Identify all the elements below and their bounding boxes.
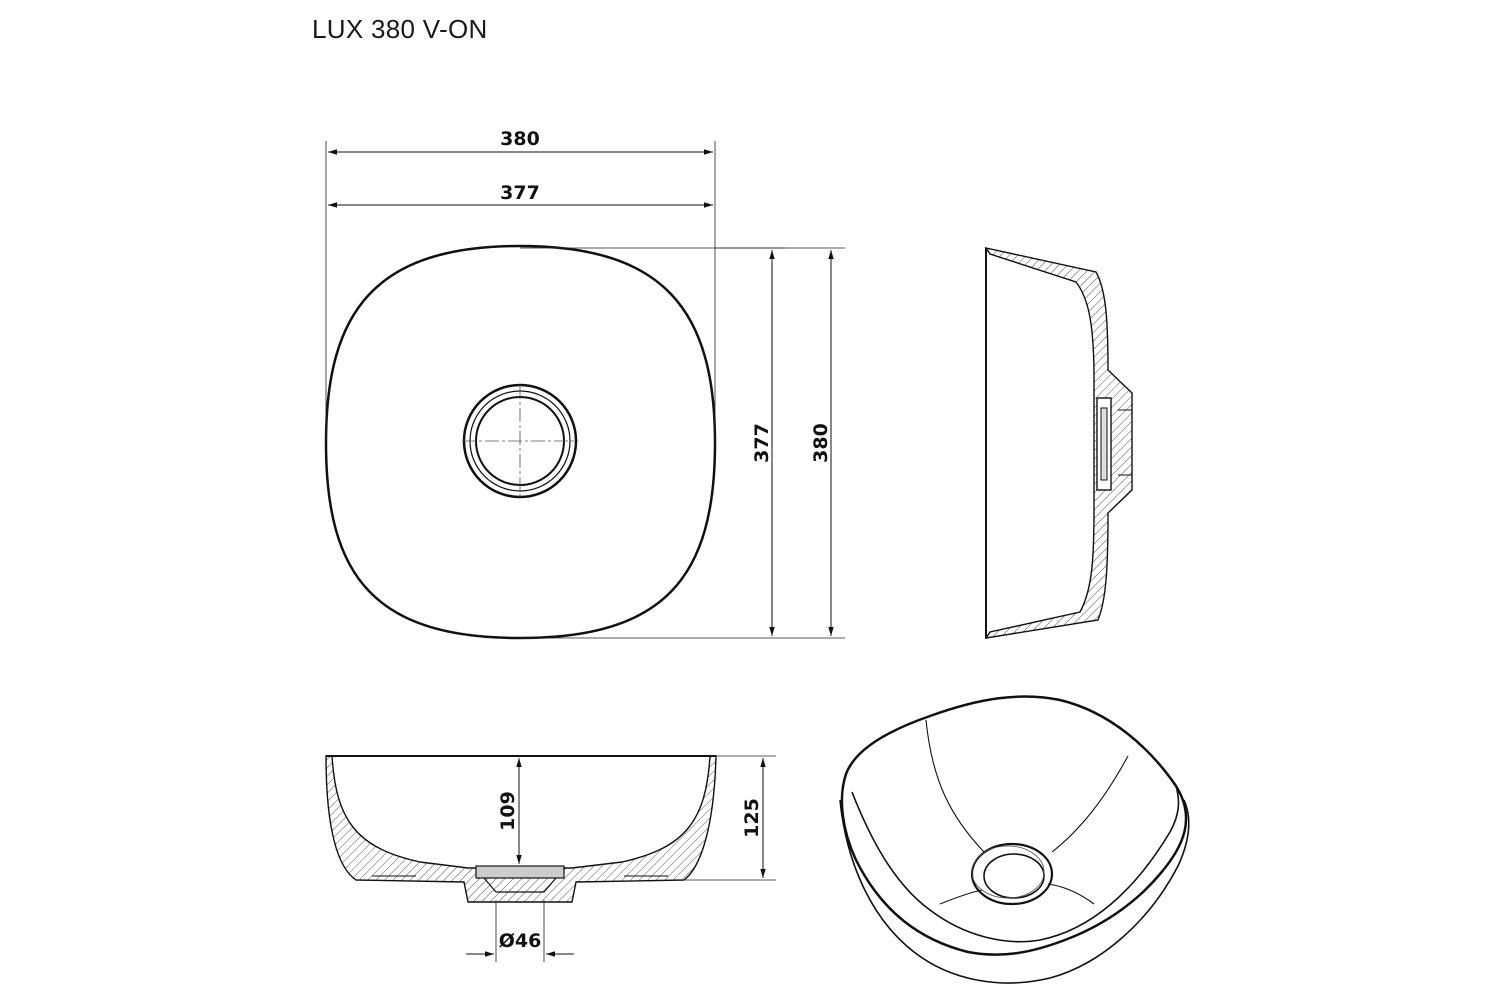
- front-section-view: [325, 755, 717, 903]
- dim-label-380-width: 380: [500, 128, 540, 150]
- basin-outline-top: [324, 244, 717, 640]
- width-dimensions: 380 377: [325, 128, 716, 440]
- perspective-rim: [840, 695, 1188, 956]
- top-view: [324, 244, 717, 640]
- dim-label-125: 125: [741, 798, 763, 838]
- front-drain-cap: [475, 865, 565, 879]
- dim-label-109: 109: [497, 791, 519, 831]
- front-section-hatch: [325, 755, 717, 903]
- dim-label-377-depth: 377: [751, 423, 773, 463]
- depth-dimensions: 377 380: [520, 247, 845, 639]
- perspective-view: [839, 695, 1190, 984]
- dim-label-380-depth: 380: [810, 423, 832, 463]
- perspective-drain-inner: [983, 853, 1045, 899]
- height-dimensions: 109 125 Ø46: [466, 755, 776, 962]
- side-drain-inner: [1100, 407, 1108, 481]
- perspective-outer-body: [839, 799, 1190, 984]
- side-section-view: [984, 246, 1133, 639]
- dim-label-diameter: Ø46: [499, 930, 542, 952]
- drawing-title: LUX 380 V-ON: [312, 14, 488, 44]
- perspective-inner-rim: [851, 785, 1180, 943]
- dim-label-377-width: 377: [500, 182, 540, 204]
